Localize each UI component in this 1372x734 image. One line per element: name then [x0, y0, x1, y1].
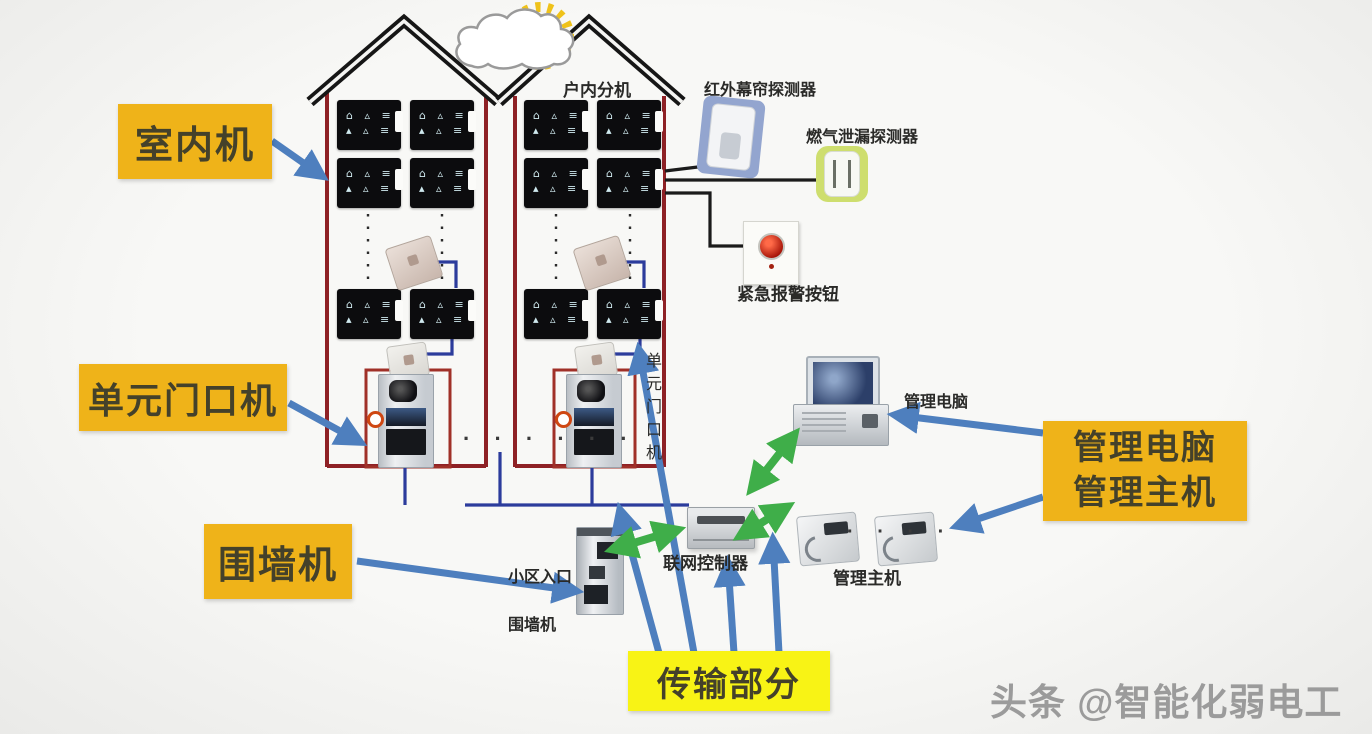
indoor-panel	[410, 289, 476, 339]
label-management-computer: 管理电脑	[904, 394, 969, 411]
entrance-speaker-module	[589, 566, 605, 579]
arrow-mgmt-computer	[886, 401, 1044, 437]
monitor-screen	[813, 362, 873, 404]
indoor-panel	[524, 100, 590, 150]
arrow-transmission-controller	[713, 554, 746, 654]
unit-door-station-device	[378, 374, 434, 468]
controller-line	[693, 539, 749, 541]
house-2-roof	[495, 13, 686, 107]
label-gas-detector: 燃气泄漏探测器	[806, 129, 919, 146]
green-link-entrance	[604, 520, 687, 559]
indoor-panel	[410, 158, 476, 208]
label-indoor-extension: 户内分机	[563, 81, 631, 100]
indoor-panel	[410, 100, 476, 150]
button-led	[769, 264, 774, 269]
callout-unit-door-station: 单元门口机	[79, 364, 287, 431]
callout-management-line2: 管理主机	[1073, 474, 1217, 512]
community-entrance-line2: 围墙机	[508, 617, 557, 634]
arrow-transmission-bus	[610, 501, 663, 654]
gas-detector-body	[824, 151, 860, 197]
indoor-panel	[597, 100, 663, 150]
management-computer-monitor	[806, 356, 880, 412]
emergency-button-device	[743, 221, 799, 285]
callout-transmission: 传输部分	[628, 651, 830, 711]
label-community-entrance: 小区入口 围墙机	[508, 542, 572, 638]
door-release-ring	[367, 411, 384, 428]
callout-wall-machine: 围墙机	[204, 524, 352, 599]
arrow-transmission-host-link	[758, 531, 791, 654]
building-separator-dots: · · · · · ·	[463, 426, 637, 451]
arrow-wall-machine	[356, 557, 585, 604]
camera-icon	[577, 380, 605, 402]
door-station-keypad	[386, 429, 426, 455]
arrow-indoor-unit	[269, 138, 329, 181]
callout-management-line1: 管理电脑	[1073, 429, 1217, 467]
arrow-transmission-riser	[627, 341, 698, 654]
arrow-mgmt-host	[949, 493, 1045, 534]
label-ir-detector: 红外幕帘探测器	[704, 82, 817, 99]
label-management-host: 管理主机	[833, 569, 901, 588]
indoor-panel	[337, 100, 403, 150]
indoor-panel	[524, 158, 590, 208]
arrow-unit-door	[287, 399, 368, 447]
unit-door-station-device	[566, 374, 622, 468]
indoor-panel	[597, 289, 663, 339]
camera-icon	[389, 380, 417, 402]
cloud-icon	[455, 8, 575, 70]
management-computer-tower	[793, 404, 889, 446]
indoor-panel	[337, 289, 403, 339]
label-unit-door-vertical: 单元门口机	[643, 352, 660, 467]
community-entrance-line1: 小区入口	[508, 569, 573, 586]
door-station-keypad	[574, 429, 614, 455]
gas-leak-detector-device	[816, 146, 868, 202]
house-1-roof	[306, 13, 502, 107]
green-link-host	[732, 501, 796, 541]
door-station-screen	[574, 408, 614, 426]
red-button-icon	[758, 233, 785, 260]
controller-slot	[697, 516, 745, 524]
callout-indoor-unit: 室内机	[118, 104, 272, 179]
door-station-screen	[386, 408, 426, 426]
watermark: 头条 @智能化弱电工程	[990, 682, 1343, 723]
host-separator-dots: · · · ·	[847, 521, 954, 543]
indoor-panel	[524, 289, 590, 339]
door-release-ring	[555, 411, 572, 428]
entrance-keypad-module	[584, 585, 608, 604]
label-emergency-button: 紧急报警按钮	[737, 285, 839, 304]
green-link-computer	[746, 427, 800, 496]
label-network-controller: 联网控制器	[663, 554, 748, 573]
indoor-panel	[337, 158, 403, 208]
indoor-panel	[597, 158, 663, 208]
callout-management: 管理电脑 管理主机	[1043, 421, 1247, 521]
